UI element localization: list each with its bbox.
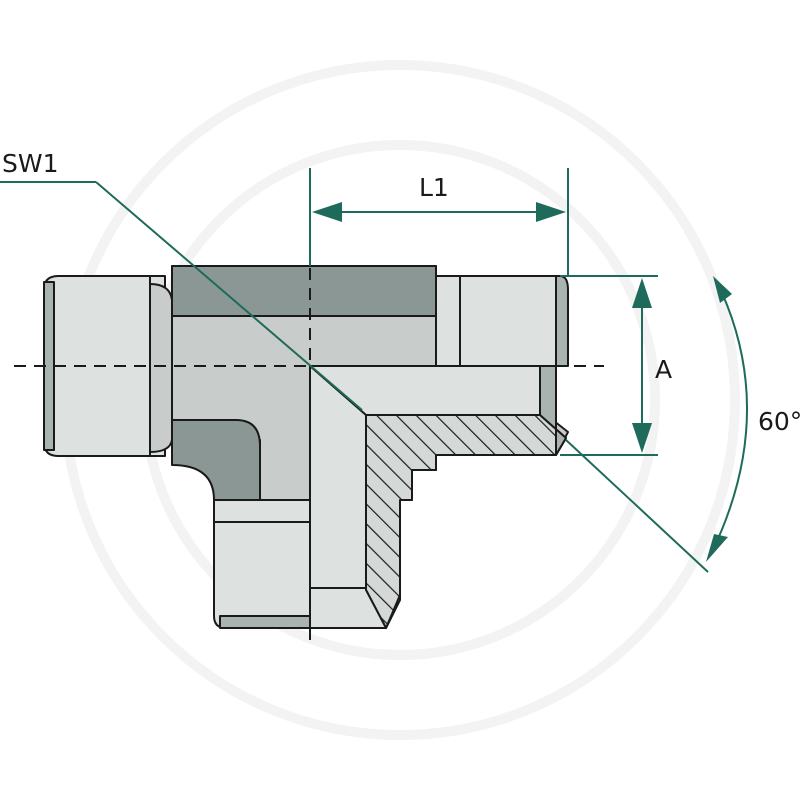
sw1-label: SW1	[2, 149, 59, 178]
angle-dimension	[565, 276, 748, 573]
dimension-a-label: A	[655, 355, 672, 384]
right-thread-stud	[435, 275, 569, 367]
section-cutaway	[309, 365, 567, 629]
dimension-l1	[309, 168, 569, 276]
sw1-leader	[0, 181, 363, 411]
dimension-a	[560, 275, 658, 456]
bottom-thread-stud	[213, 499, 311, 629]
angle-label: 60°	[758, 407, 800, 436]
dimension-l1-label: L1	[419, 173, 449, 202]
